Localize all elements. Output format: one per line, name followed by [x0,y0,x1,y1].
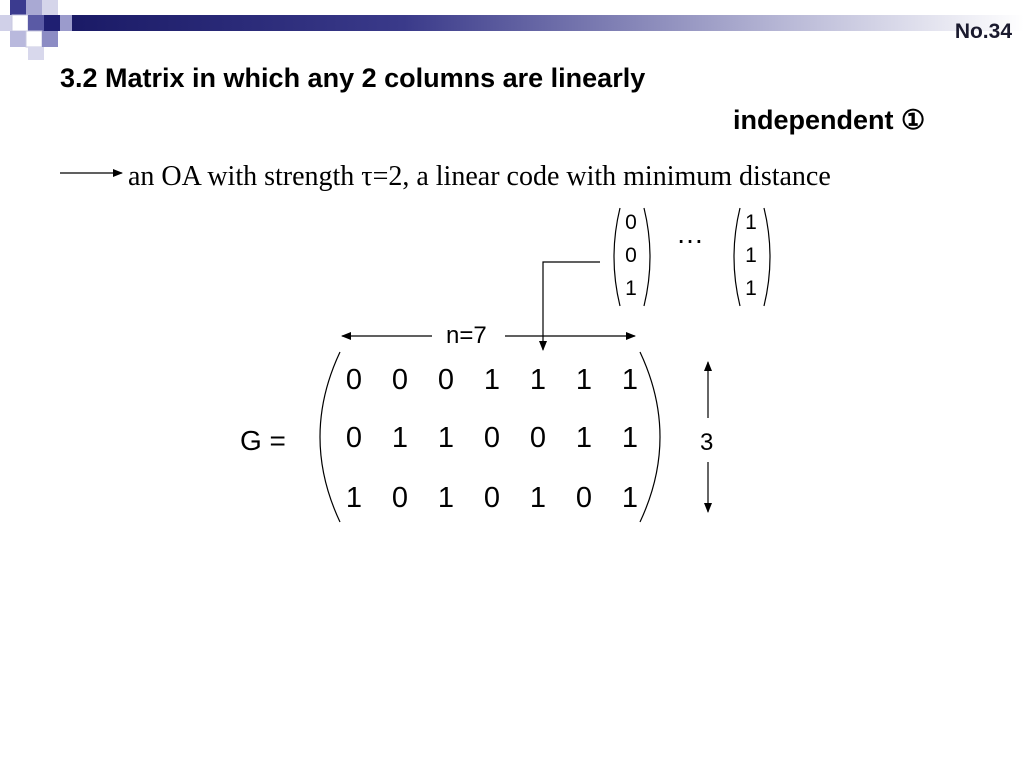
matrix-cell: 1 [575,422,593,454]
vector-entry: 0 [625,211,637,234]
matrix-cell: 0 [391,364,409,396]
matrix-left-bracket [319,351,341,523]
first-column-vector: 0 0 1 [621,206,641,305]
matrix-cell: 1 [437,482,455,514]
matrix-cell: 1 [345,482,363,514]
n-length-label: n=7 [446,322,487,349]
vector-entry: 0 [625,244,637,267]
matrix-cell: 0 [529,422,547,454]
matrix-cell: 0 [345,364,363,396]
column-pointer-arrow [539,261,600,351]
matrix-cell: 0 [575,482,593,514]
left-paren-last [733,207,741,307]
right-paren-first [643,207,651,307]
vector-entry: 1 [745,277,757,300]
subtitle-text: an OA with strength τ=2, a linear code w… [128,161,831,192]
matrix-cell: 1 [529,364,547,396]
matrix-right-bracket [639,351,661,523]
rows-count-label: 3 [700,429,714,456]
matrix-cell: 1 [483,364,501,396]
header-banner [0,0,1024,60]
matrix-cell: 0 [345,422,363,454]
slide-title-line2: independent ① [733,105,926,135]
right-paren-last [763,207,771,307]
vector-entry: 1 [745,244,757,267]
matrix-cell: 0 [483,422,501,454]
matrix-cell: 0 [437,364,455,396]
matrix-cell: 1 [437,422,455,454]
vector-entry: 1 [745,211,757,234]
matrix-cell: 1 [575,364,593,396]
matrix-cell: 0 [391,482,409,514]
matrix-cell: 1 [529,482,547,514]
last-column-vector: 1 1 1 [741,206,761,305]
matrix-name-label: G = [240,425,286,456]
matrix-cell: 1 [621,482,639,514]
ellipsis: … [676,218,706,249]
left-paren-first [613,207,621,307]
matrix-cell: 1 [391,422,409,454]
matrix-cell: 0 [483,482,501,514]
slide-title-line1: 3.2 Matrix in which any 2 columns are li… [60,63,646,93]
matrix-cell: 1 [621,422,639,454]
slide-number: No.34 [954,20,1012,43]
matrix-cell: 1 [621,364,639,396]
vector-entry: 1 [625,277,637,300]
